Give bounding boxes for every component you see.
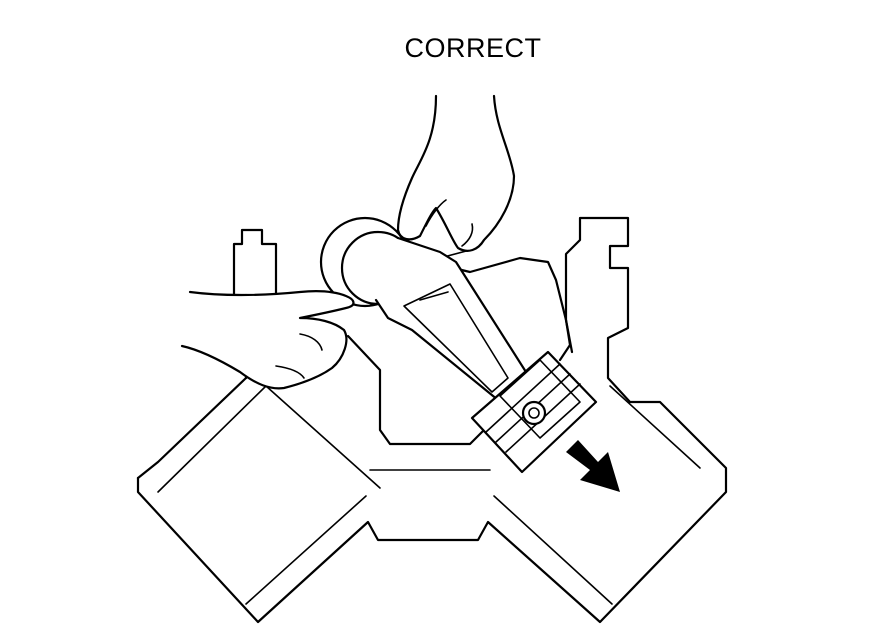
push-direction-arrow-icon [566, 440, 620, 492]
left-hand [180, 290, 355, 390]
figure-caption: CORRECT [404, 33, 542, 63]
upper-hand [396, 94, 516, 252]
piston [470, 350, 598, 474]
connecting-rod [374, 236, 528, 402]
